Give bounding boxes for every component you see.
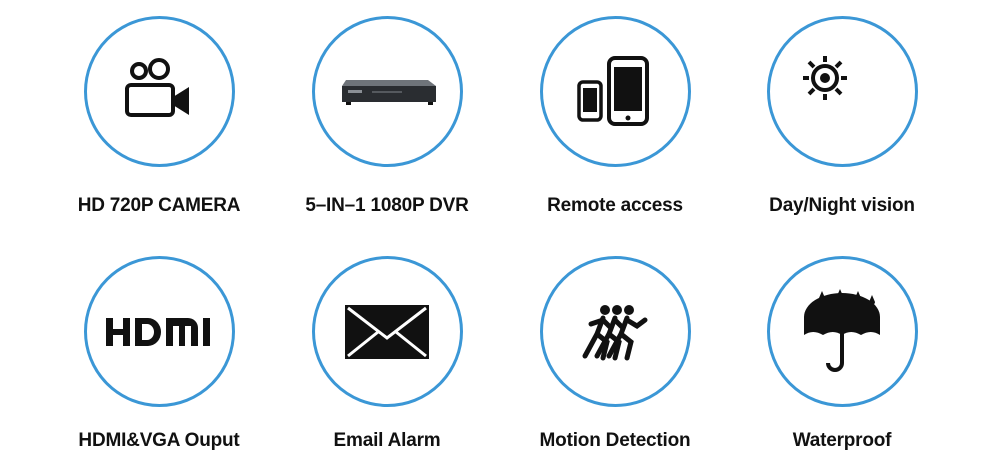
feature-circle <box>83 256 235 407</box>
envelope-icon <box>345 304 429 359</box>
feature-label: Waterproof <box>792 430 892 451</box>
feature-circle <box>539 256 691 407</box>
hdmi-logo-icon <box>106 317 210 346</box>
feature-hd-camera: HD 720P CAMERA <box>49 16 269 217</box>
smartphones-icon <box>577 55 649 126</box>
dvr-recorder-icon <box>342 79 436 105</box>
feature-hdmi: HDMI&VGA Ouput <box>49 256 269 452</box>
feature-circle <box>83 16 235 167</box>
video-camera-icon <box>125 57 189 117</box>
feature-circle <box>539 16 691 167</box>
feature-circle <box>766 16 918 167</box>
feature-label: Email Alarm <box>333 430 441 451</box>
feature-email-alarm: Email Alarm <box>277 256 497 452</box>
feature-waterproof: Waterproof <box>732 256 952 452</box>
feature-label: Remote access <box>547 195 683 216</box>
feature-circle <box>311 256 463 407</box>
feature-label: 5–IN–1 1080P DVR <box>305 195 469 216</box>
feature-label: HDMI&VGA Ouput <box>78 430 240 451</box>
feature-label: HD 720P CAMERA <box>77 195 241 216</box>
feature-label: Motion Detection <box>539 430 691 451</box>
feature-day-night: Day/Night vision <box>732 16 952 217</box>
sun-moon-icon <box>803 55 876 123</box>
running-people-icon <box>582 304 648 360</box>
feature-circle <box>766 256 918 407</box>
feature-label: Day/Night vision <box>769 195 915 216</box>
feature-dvr: 5–IN–1 1080P DVR <box>277 16 497 217</box>
feature-circle <box>311 16 463 167</box>
umbrella-rain-icon <box>804 288 880 372</box>
feature-motion-detection: Motion Detection <box>505 256 725 452</box>
feature-remote-access: Remote access <box>505 16 725 217</box>
